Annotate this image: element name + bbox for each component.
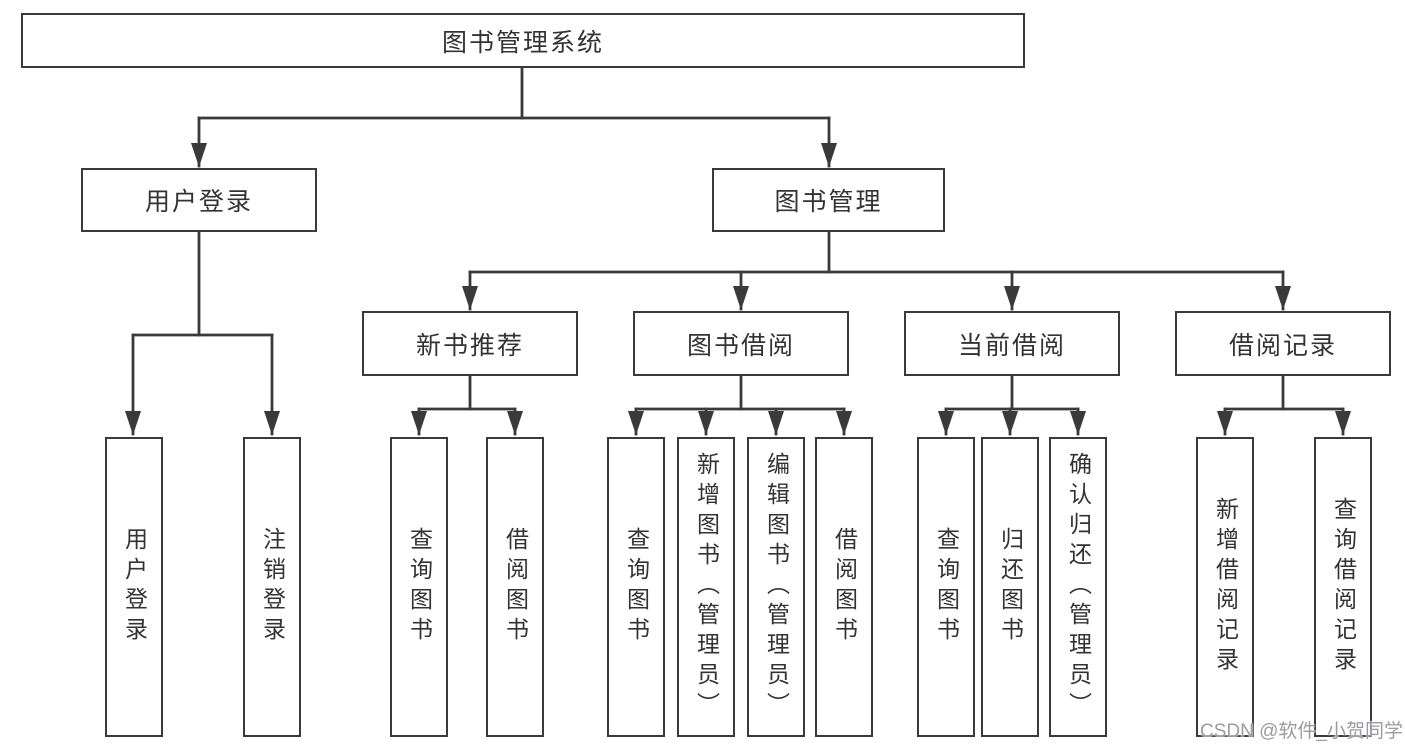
node-label: 借阅记录	[1228, 331, 1337, 360]
leaf-add-book-admin: 新增图书（管理员）	[677, 437, 735, 737]
node-label: 用户登录	[144, 188, 253, 216]
node-label: 图书管理系统	[441, 28, 604, 57]
leaf-label: 查询借阅记录	[1330, 497, 1357, 677]
leaf-return-book: 归还图书	[981, 437, 1039, 737]
leaf-query-borrow-record: 查询借阅记录	[1314, 437, 1372, 737]
leaf-query-books-recommend: 查询图书	[390, 437, 448, 737]
csdn-watermark: CSDN @软件_小贺同学	[1200, 721, 1403, 742]
leaf-label: 查询图书	[933, 527, 960, 647]
node-label: 新书推荐	[415, 331, 524, 360]
leaf-query-books-current: 查询图书	[917, 437, 975, 737]
leaf-label: 新增图书（管理员）	[693, 452, 720, 722]
node-user-login: 用户登录	[81, 168, 317, 232]
leaf-label: 查询图书	[406, 527, 433, 647]
leaf-label: 借阅图书	[502, 527, 529, 647]
leaf-label: 归还图书	[997, 527, 1024, 647]
leaf-logout: 注销登录	[243, 437, 301, 737]
node-current-borrowing: 当前借阅	[904, 311, 1120, 376]
leaf-label: 用户登录	[121, 527, 148, 647]
node-book-borrowing: 图书借阅	[633, 311, 849, 376]
leaf-confirm-return-admin: 确认归还（管理员）	[1049, 437, 1107, 737]
node-book-management: 图书管理	[712, 168, 945, 232]
node-borrowing-records: 借阅记录	[1175, 311, 1391, 376]
leaf-borrow-books-recommend: 借阅图书	[486, 437, 544, 737]
node-label: 图书借阅	[686, 331, 795, 360]
leaf-label: 确认归还（管理员）	[1065, 452, 1092, 722]
node-new-book-recommend: 新书推荐	[362, 311, 578, 376]
leaf-label: 查询图书	[623, 527, 650, 647]
leaf-label: 借阅图书	[831, 527, 858, 647]
leaf-add-borrow-record: 新增借阅记录	[1196, 437, 1254, 737]
leaf-query-books-borrow: 查询图书	[607, 437, 665, 737]
node-label: 图书管理	[774, 188, 883, 216]
leaf-label: 新增借阅记录	[1212, 497, 1239, 677]
leaf-edit-book-admin: 编辑图书（管理员）	[747, 437, 805, 737]
leaf-label: 注销登录	[259, 527, 286, 647]
node-label: 当前借阅	[957, 331, 1066, 360]
leaf-label: 编辑图书（管理员）	[763, 452, 790, 722]
leaf-user-login: 用户登录	[105, 437, 163, 737]
leaf-borrow-books-borrow: 借阅图书	[815, 437, 873, 737]
node-library-system: 图书管理系统	[21, 13, 1025, 68]
